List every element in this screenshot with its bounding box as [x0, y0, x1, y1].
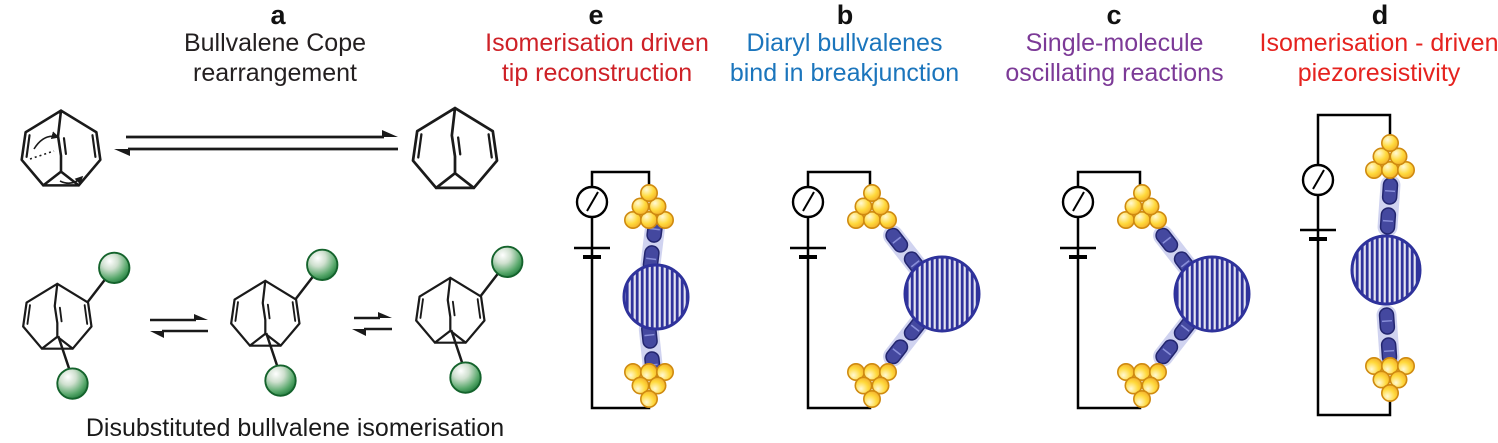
bullvalene-structure-right [411, 106, 499, 190]
panel-a-title-line1: Bullvalene Cope [183, 29, 367, 57]
panel-b-circuit [788, 170, 981, 410]
gold-electrode-cluster-icon-top [1365, 134, 1415, 179]
panel-b-title-line1: Diaryl bullvalenes [746, 29, 943, 57]
panel-c-title-line2: oscillating reactions [1005, 59, 1224, 87]
disubstituted-bullvalene-2 [231, 250, 337, 396]
gold-electrode-cluster-icon-top [1117, 184, 1167, 229]
bullvalene-core-icon [903, 255, 981, 333]
gold-electrode-cluster-icon-bottom [623, 362, 675, 409]
panel-e-circuit [572, 170, 690, 410]
panel-c-label: c [1106, 0, 1122, 30]
panel-c-title: Single-molecule oscillating reactions [983, 28, 1246, 88]
panel-e-title: Isomerisation driven tip reconstruction [468, 28, 726, 88]
current-source-icon [1061, 185, 1095, 219]
gold-electrode-cluster-icon-bottom [846, 362, 898, 409]
panel-d-label: d [1371, 0, 1389, 30]
bullvalene-core-icon [622, 263, 690, 331]
gold-electrode-cluster-icon-bottom [1365, 356, 1415, 403]
current-source-icon [1301, 163, 1335, 197]
panel-d-circuit [1298, 113, 1422, 417]
gold-electrode-cluster-icon-bottom [1117, 362, 1167, 409]
gold-electrode-cluster-icon-top [846, 184, 898, 229]
equilibrium-arrows-icon-small-1 [150, 314, 208, 338]
panel-d-title-line2: piezoresistivity [1297, 59, 1461, 87]
molecule-arm-top [1376, 173, 1402, 239]
curved-cope-arrow-icon [29, 131, 84, 185]
panel-a-title-line2: rearrangement [193, 59, 357, 87]
disubstituted-bullvalene-1 [23, 253, 129, 399]
panel-b-label: b [836, 0, 854, 30]
panel-b-title-line2: bind in breakjunction [729, 59, 960, 87]
bullvalene-structure-left [20, 109, 102, 187]
panel-d-title: Isomerisation - driven piezoresistivity [1248, 28, 1498, 88]
gold-electrode-cluster-icon-top [623, 184, 675, 229]
panel-b-title: Diaryl bullvalenes bind in breakjunction [712, 28, 977, 88]
disubstituted-bullvalene-3 [416, 247, 522, 393]
panel-e-title-line1: Isomerisation driven [485, 29, 709, 57]
bullvalene-core-icon [1350, 234, 1422, 306]
panel-a-caption: Disubstituted bullvalene isomerisation [85, 414, 505, 442]
current-source-icon [791, 185, 825, 219]
panel-e-label: e [588, 0, 604, 30]
equilibrium-arrows-icon-small-2 [352, 312, 392, 336]
panel-e-title-line2: tip reconstruction [501, 59, 693, 87]
current-source-icon [575, 185, 609, 219]
panel-a-structures [20, 106, 540, 420]
circuit-wire [1316, 113, 1392, 417]
panel-a-label: a [270, 0, 286, 30]
panel-a-title: Bullvalene Cope rearrangement [115, 28, 435, 88]
panel-c-circuit [1058, 170, 1251, 410]
equilibrium-arrows-icon [114, 130, 398, 156]
panel-d-title-line1: Isomerisation - driven [1259, 29, 1498, 57]
panel-c-title-line1: Single-molecule [1025, 29, 1204, 57]
bullvalene-core-icon [1173, 255, 1251, 333]
